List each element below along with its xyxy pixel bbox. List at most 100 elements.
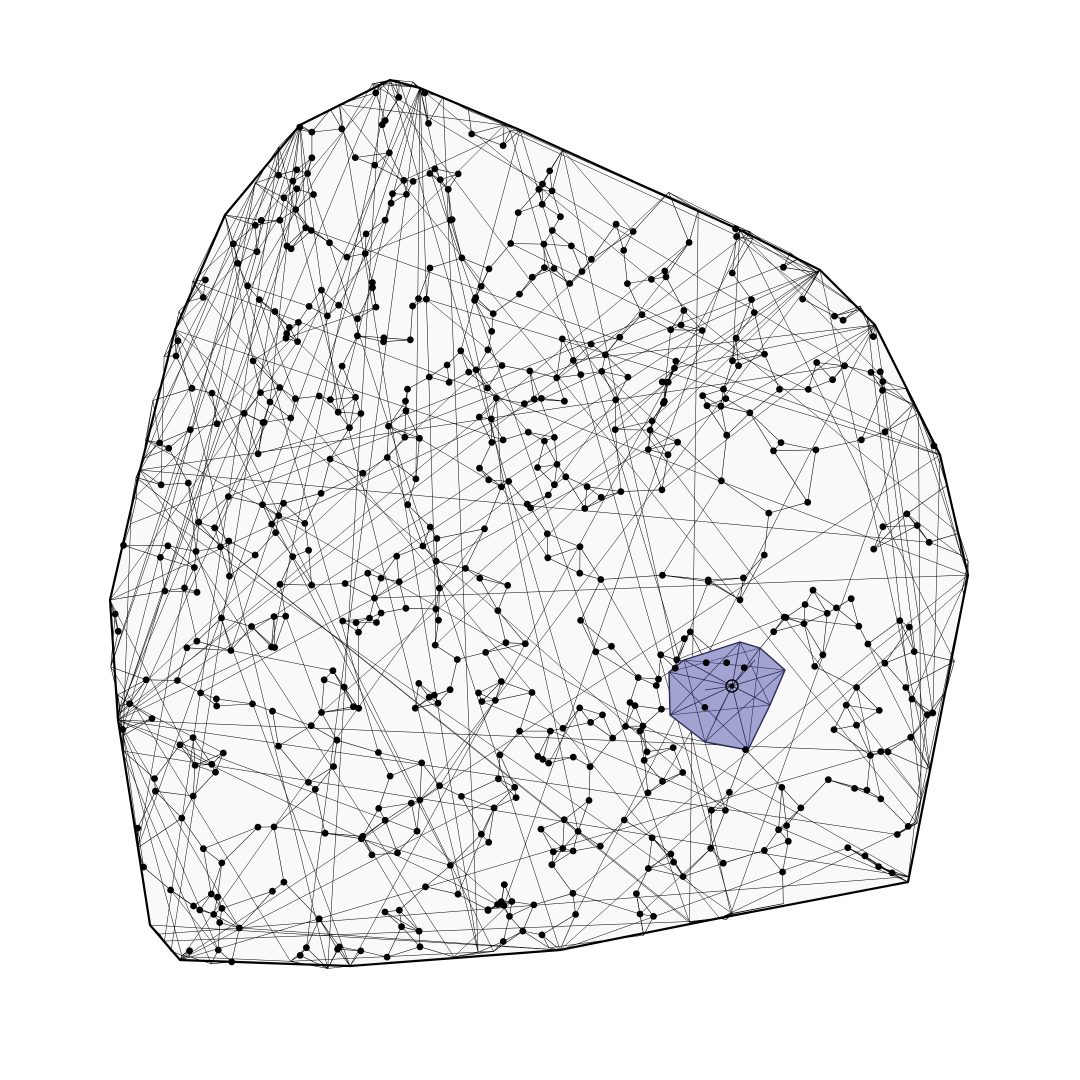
mesh-edge <box>239 927 561 951</box>
data-point <box>340 683 348 691</box>
mesh-edge <box>419 87 579 832</box>
data-point <box>189 792 197 800</box>
data-point <box>212 768 219 776</box>
mesh-edge <box>850 598 860 627</box>
mesh-edge <box>641 314 671 330</box>
data-point <box>280 878 288 886</box>
mesh-edge <box>295 188 298 210</box>
data-point <box>680 307 688 314</box>
mesh-edge <box>542 756 574 760</box>
mesh-edge <box>389 79 591 767</box>
data-point <box>335 301 343 309</box>
mesh-edge <box>689 917 721 923</box>
mesh-edge <box>109 269 821 601</box>
data-point <box>409 178 417 185</box>
mesh-edge <box>329 458 364 474</box>
mesh-edge <box>725 913 733 920</box>
mesh-edge <box>822 613 828 656</box>
mesh-edge <box>859 305 862 310</box>
mesh-edge <box>327 82 382 969</box>
data-point <box>326 239 333 247</box>
data-point <box>770 628 778 636</box>
mesh-edge <box>449 659 458 690</box>
mesh-edge <box>960 554 969 562</box>
mesh-edge <box>503 930 524 942</box>
highlighted-cell-facet <box>731 641 741 687</box>
mesh-edge <box>419 946 455 958</box>
mesh-edge <box>543 243 555 269</box>
data-point <box>799 295 806 303</box>
mesh-edge <box>160 356 165 486</box>
mesh-edge <box>803 623 815 667</box>
mesh-edge <box>210 961 232 965</box>
mesh-edge <box>320 458 331 494</box>
data-point <box>819 651 827 659</box>
data-point <box>679 873 687 880</box>
data-point <box>211 524 219 532</box>
mesh-edge <box>465 568 508 586</box>
data-point <box>644 446 652 453</box>
mesh-edge <box>143 442 160 459</box>
mesh-edge <box>519 267 545 295</box>
mesh-edge <box>510 243 545 245</box>
mesh-edge <box>383 337 411 341</box>
mesh-edge <box>271 616 275 648</box>
mesh-edge <box>503 229 741 906</box>
mesh-edge <box>649 429 669 455</box>
data-point <box>307 722 315 730</box>
mesh-edge <box>387 425 389 458</box>
mesh-edge <box>349 397 356 428</box>
data-point <box>861 852 869 860</box>
data-point <box>436 176 444 184</box>
data-point <box>415 680 423 687</box>
mesh-edge <box>130 259 798 525</box>
mesh-edge <box>778 787 783 830</box>
mesh-edge <box>346 233 367 258</box>
mesh-edge <box>501 681 533 693</box>
mesh-edge <box>143 400 154 459</box>
data-point <box>165 444 173 452</box>
mesh-edge <box>962 588 965 595</box>
data-point <box>673 656 681 664</box>
mesh-edge <box>130 497 137 525</box>
data-point <box>776 385 783 393</box>
mesh-edge <box>542 149 563 185</box>
mesh-edge <box>374 269 821 599</box>
mesh-edge <box>815 439 862 451</box>
data-point <box>249 357 257 365</box>
mesh-edge <box>149 924 561 951</box>
mesh-edge <box>122 735 183 956</box>
mesh-edge <box>164 921 691 942</box>
mesh-edge <box>389 152 405 181</box>
mesh-edge <box>509 130 733 914</box>
data-point <box>282 612 290 620</box>
data-point <box>283 242 291 250</box>
mesh-edge <box>543 243 572 247</box>
mesh-edge <box>450 842 489 866</box>
data-point <box>686 628 694 636</box>
data-point <box>468 130 476 138</box>
mesh-edge <box>152 400 160 444</box>
data-point <box>148 715 156 722</box>
mesh-edge <box>425 865 451 888</box>
data-point <box>801 601 809 608</box>
data-point <box>930 442 938 450</box>
mesh-edge <box>311 109 331 133</box>
mesh-edge <box>958 533 969 562</box>
mesh-edge <box>522 930 550 949</box>
mesh-edge <box>410 305 413 341</box>
mesh-edge <box>586 486 622 492</box>
data-point <box>870 545 878 553</box>
mesh-edge <box>551 864 574 894</box>
mesh-edge <box>304 493 322 524</box>
data-point <box>611 426 619 433</box>
mesh-edge <box>137 827 144 868</box>
mesh-edge <box>372 83 914 405</box>
mesh-edge <box>273 616 275 648</box>
mesh-edge <box>680 324 703 331</box>
mesh-edge <box>737 228 751 232</box>
mesh-edge <box>601 371 629 378</box>
data-point <box>350 703 357 711</box>
mesh-edge <box>341 365 356 398</box>
data-point <box>305 779 312 786</box>
